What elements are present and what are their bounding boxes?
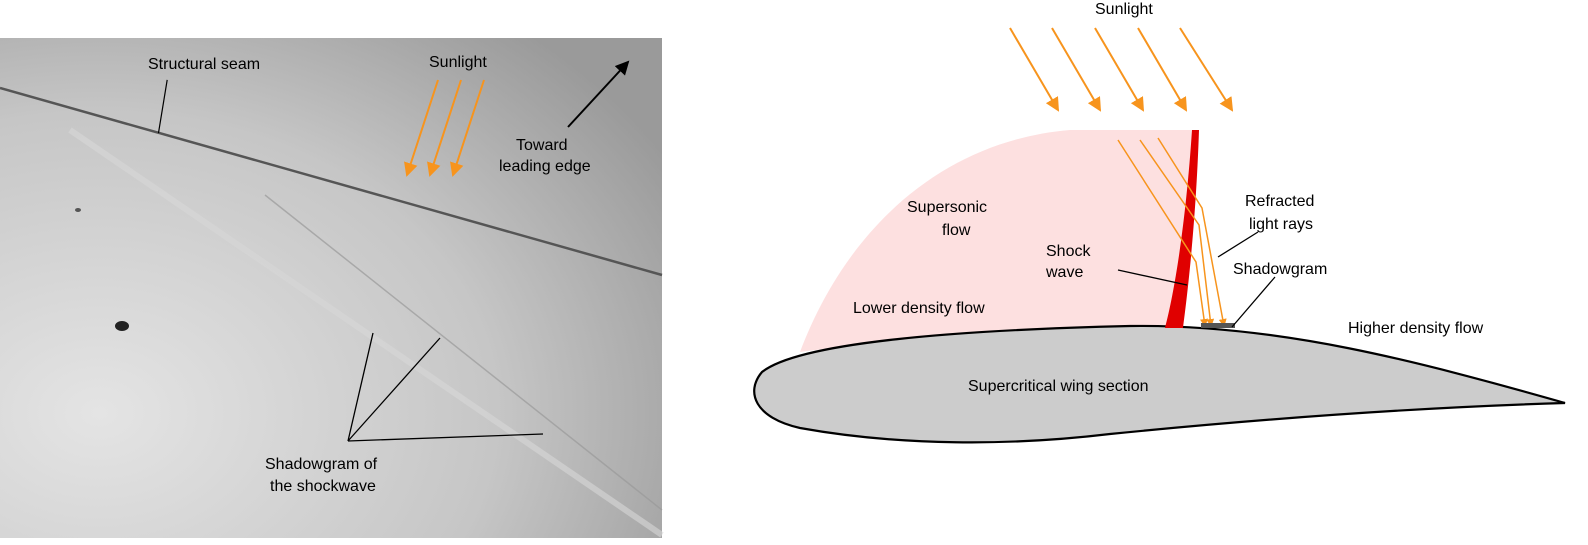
supersonic-label-2: flow — [942, 222, 971, 239]
diagram-sunlight-arrows — [1009, 27, 1234, 112]
sun-arrow — [1179, 27, 1234, 112]
sun-arrow — [1009, 27, 1060, 112]
shadowgram-label-2: the shockwave — [270, 478, 376, 495]
sun-arrow — [1137, 27, 1188, 112]
refracted-ray — [1139, 139, 1215, 327]
supersonic-region — [800, 130, 1194, 352]
shadowgram-label-1: Shadowgram of — [265, 456, 378, 473]
shock-label-1: Shock — [1046, 243, 1091, 260]
higher-density-label: Higher density flow — [1348, 320, 1484, 337]
refracted-ray — [1117, 139, 1208, 327]
wing-photo: Structural seam Sunlight Toward leading … — [0, 38, 664, 538]
sun-arrow — [404, 79, 439, 177]
shadowgram-mark — [1201, 323, 1235, 328]
lower-density-label: Lower density flow — [853, 300, 985, 317]
leading-edge-arrow — [567, 60, 630, 128]
photo-spot — [115, 321, 129, 331]
sun-arrow — [427, 79, 462, 177]
structural-seam-label: Structural seam — [148, 56, 260, 73]
photo-sunlight-arrows — [404, 79, 485, 177]
refracted-label-1: Refracted — [1245, 193, 1314, 210]
shadowgram-leaders — [347, 332, 544, 442]
toward-label-1: Toward — [516, 137, 568, 154]
sun-arrow — [1051, 27, 1102, 112]
shock-wave — [1165, 130, 1199, 328]
supersonic-label-1: Supersonic — [907, 199, 987, 216]
structural-seam-leader — [157, 79, 168, 134]
supercritical-wing — [753, 324, 1566, 444]
sun-arrow — [1094, 27, 1145, 112]
shockwave-shadow-light — [68, 127, 664, 538]
structural-seam-line — [0, 86, 663, 277]
photo-background — [0, 38, 662, 538]
diagram-sunlight-label: Sunlight — [1095, 1, 1153, 18]
diagram-leaders — [1117, 231, 1276, 328]
toward-label-2: leading edge — [499, 158, 591, 175]
photo-sunlight-label: Sunlight — [429, 54, 487, 71]
wing-section-label: Supercritical wing section — [968, 378, 1149, 395]
sun-arrow — [450, 79, 485, 177]
shockwave-shadow-dark — [264, 194, 663, 511]
photo-spot — [75, 208, 81, 212]
refracted-label-2: light rays — [1249, 216, 1313, 233]
shock-diagram: Sunlight Supersonic flow Shock wave Refr… — [753, 1, 1566, 444]
refracted-ray — [1157, 137, 1227, 327]
refracted-rays — [1117, 137, 1227, 327]
shock-label-2: wave — [1045, 264, 1083, 281]
shadowgram-label: Shadowgram — [1233, 261, 1327, 278]
